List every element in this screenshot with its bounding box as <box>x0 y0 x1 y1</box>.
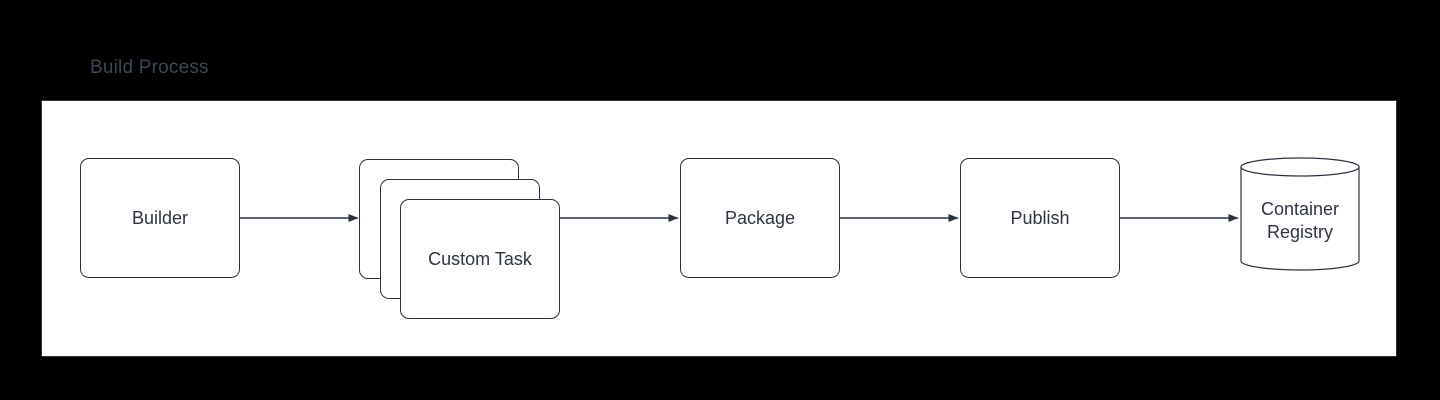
cylinder-icon <box>1240 157 1360 271</box>
node-publish-label: Publish <box>1010 207 1070 228</box>
node-package[interactable]: Package <box>680 158 840 278</box>
node-container-registry-label-line2: Registry <box>1266 222 1333 242</box>
node-custom-task-label: Custom Task <box>428 248 532 269</box>
node-container-registry[interactable]: Container Registry <box>1240 150 1360 286</box>
node-custom-task[interactable]: Custom Task <box>400 199 560 319</box>
node-package-label: Package <box>724 207 796 228</box>
node-publish[interactable]: Publish <box>960 158 1120 278</box>
node-builder[interactable]: Builder <box>80 158 240 278</box>
node-builder-label: Builder <box>131 207 189 228</box>
node-container-registry-label-line1: Container <box>1260 199 1340 219</box>
page-title: Build Process <box>90 57 209 78</box>
